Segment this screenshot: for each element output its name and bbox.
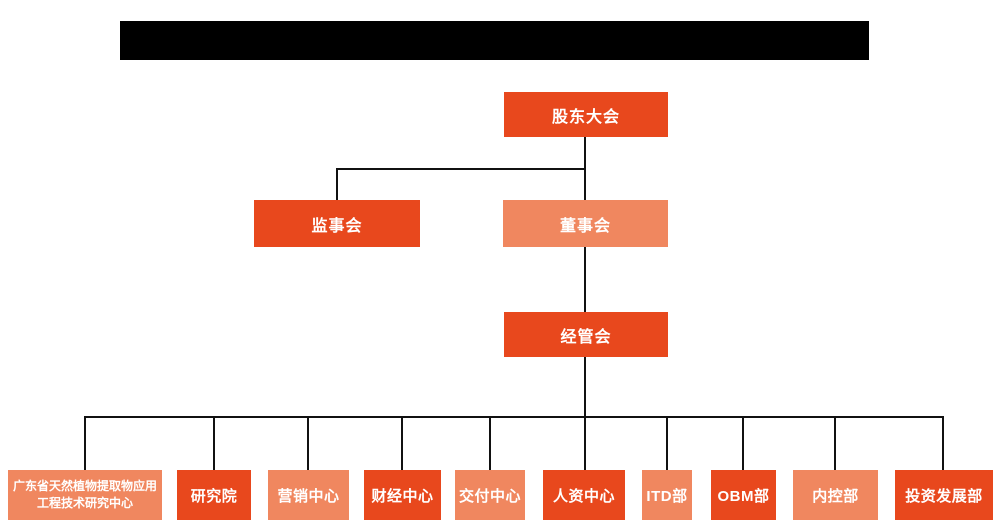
connector-stub-dept-5 xyxy=(489,416,491,470)
node-label: 董事会 xyxy=(559,217,611,235)
node-dept-gd-research-center: 广东省天然植物提取物应用工程技术研究中心 xyxy=(8,470,162,520)
node-dept-hr-center: 人资中心 xyxy=(543,470,625,520)
node-label: ITD部 xyxy=(646,487,688,505)
connector-stub-dept-3 xyxy=(307,416,309,470)
node-management-committee: 经管会 xyxy=(504,312,668,357)
connector-bus-horizontal xyxy=(85,416,944,418)
connector-to-supervisory xyxy=(336,168,338,200)
connector-directors-to-management xyxy=(584,247,586,312)
node-dept-investment-development: 投资发展部 xyxy=(895,470,993,520)
node-dept-marketing-center: 营销中心 xyxy=(268,470,349,520)
redacted-title-bar xyxy=(120,21,869,60)
node-dept-research-institute: 研究院 xyxy=(177,470,251,520)
connector-stub-dept-8 xyxy=(742,416,744,470)
node-dept-itd: ITD部 xyxy=(642,470,692,520)
connector-stub-dept-7 xyxy=(666,416,668,470)
node-label: 监事会 xyxy=(311,217,363,235)
node-dept-obm: OBM部 xyxy=(711,470,776,520)
node-label: 广东省天然植物提取物应用工程技术研究中心 xyxy=(12,479,157,510)
node-label: 营销中心 xyxy=(277,487,340,505)
connector-stub-dept-9 xyxy=(834,416,836,470)
node-board-of-directors: 董事会 xyxy=(503,200,668,247)
node-label: 财经中心 xyxy=(371,487,434,505)
node-label: 投资发展部 xyxy=(905,487,983,505)
node-label: 内控部 xyxy=(812,487,859,505)
node-label: 经管会 xyxy=(560,328,612,346)
connector-stub-dept-4 xyxy=(401,416,403,470)
connector-stub-dept-10 xyxy=(942,416,944,470)
connector-stub-dept-2 xyxy=(213,416,215,470)
node-label: 股东大会 xyxy=(551,108,620,126)
connector-branch-horizontal xyxy=(336,168,586,170)
connector-management-to-bus xyxy=(584,357,586,470)
node-supervisory-board: 监事会 xyxy=(254,200,420,247)
node-label: OBM部 xyxy=(717,487,770,505)
connector-stub-dept-1 xyxy=(84,416,86,470)
node-dept-delivery-center: 交付中心 xyxy=(455,470,525,520)
node-label: 研究院 xyxy=(190,487,238,505)
node-label: 交付中心 xyxy=(458,487,521,505)
node-label: 人资中心 xyxy=(552,487,615,505)
node-shareholders-meeting: 股东大会 xyxy=(504,92,668,137)
node-dept-internal-control: 内控部 xyxy=(793,470,878,520)
node-dept-finance-center: 财经中心 xyxy=(364,470,441,520)
